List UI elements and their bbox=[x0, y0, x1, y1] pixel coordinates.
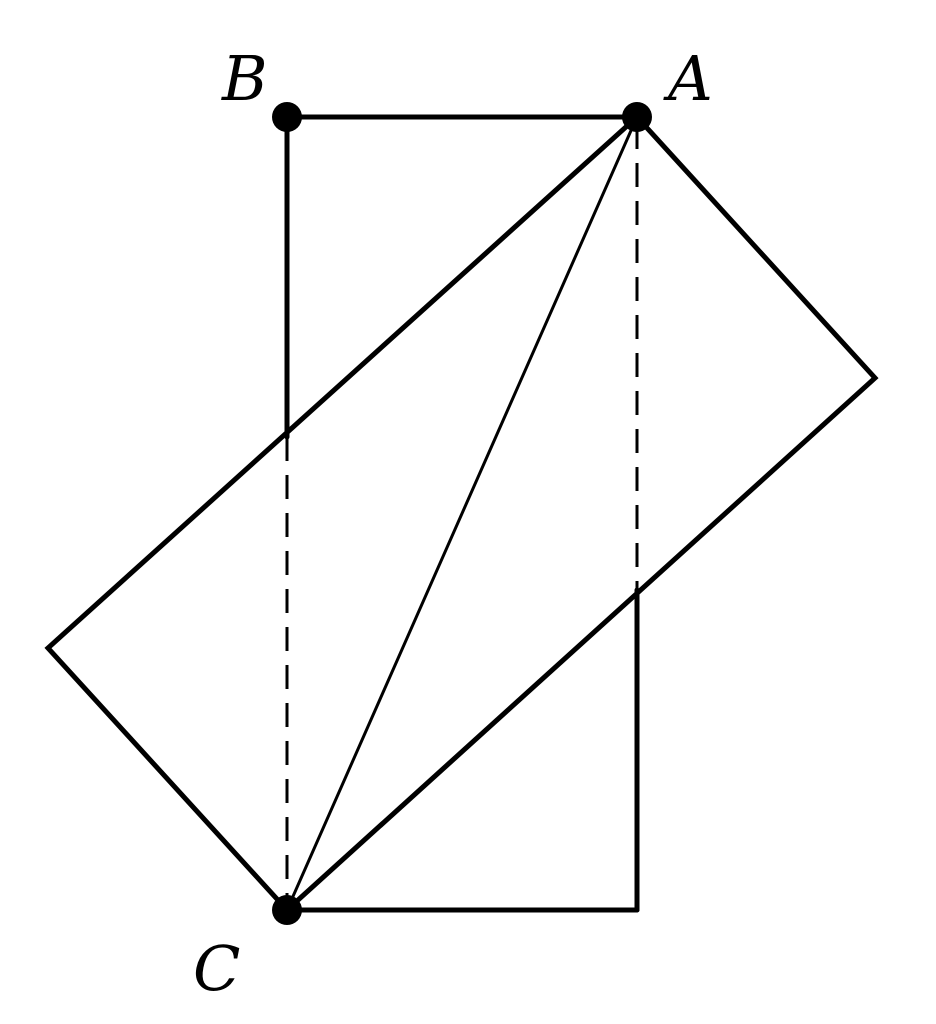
label-A: A bbox=[663, 42, 713, 115]
point-B bbox=[272, 102, 302, 132]
point-A bbox=[622, 102, 652, 132]
label-B: B bbox=[221, 42, 268, 115]
point-C bbox=[272, 895, 302, 925]
diagonal-AC bbox=[285, 115, 639, 912]
label-C: C bbox=[193, 932, 240, 1005]
